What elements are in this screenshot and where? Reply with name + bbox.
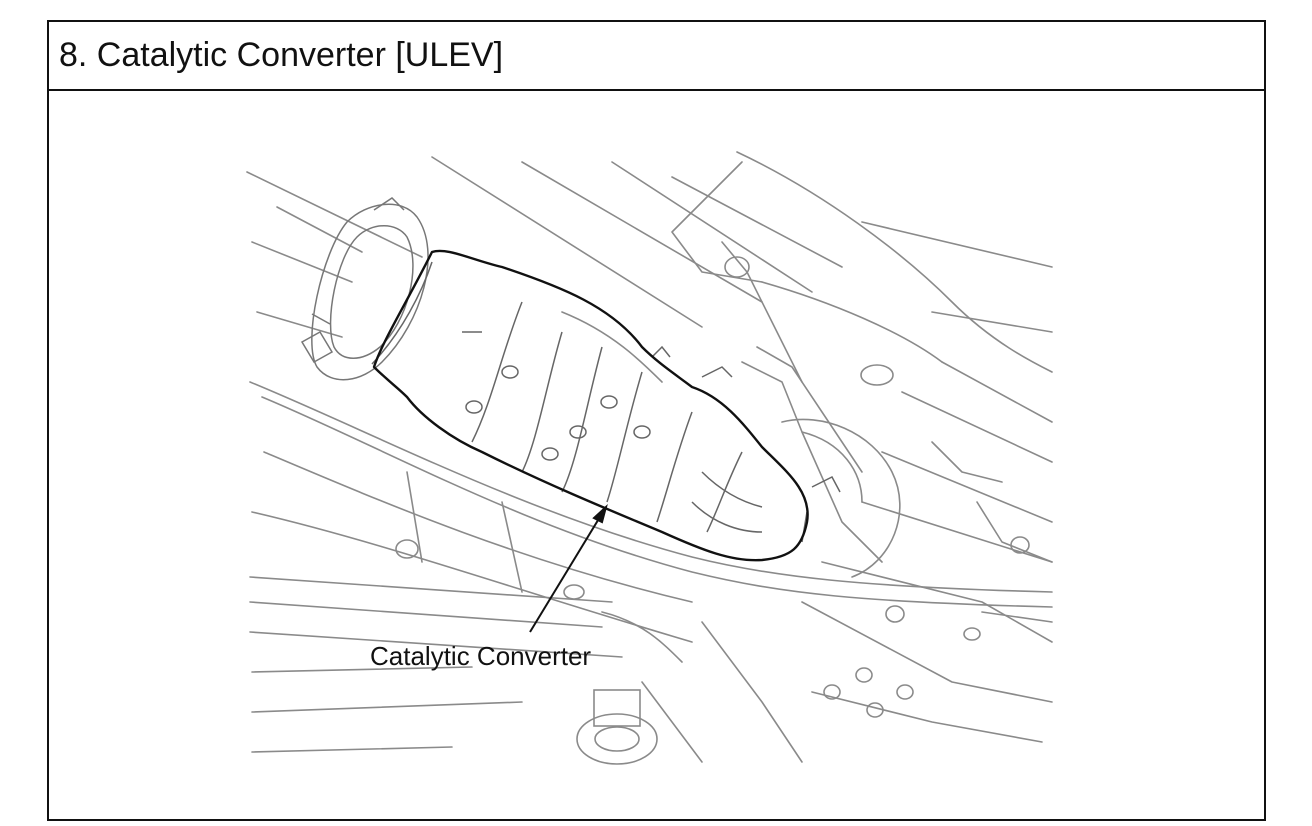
callout-leader bbox=[529, 503, 608, 633]
underbody-background-lines bbox=[246, 151, 1053, 763]
callout-label: Catalytic Converter bbox=[370, 641, 591, 671]
catalytic-converter-illustration: Catalytic Converter bbox=[246, 151, 1053, 765]
section-header: 8. Catalytic Converter [ULEV] bbox=[49, 22, 1264, 91]
section-title: 8. Catalytic Converter [ULEV] bbox=[59, 36, 504, 74]
converter-body-detail bbox=[371, 261, 841, 543]
mounting-holes bbox=[395, 256, 1030, 765]
inlet-flange bbox=[300, 197, 429, 381]
catalytic-converter-outline bbox=[372, 249, 809, 562]
figure-area: Catalytic Converter bbox=[49, 91, 1264, 819]
document-panel: 8. Catalytic Converter [ULEV] bbox=[47, 20, 1266, 821]
